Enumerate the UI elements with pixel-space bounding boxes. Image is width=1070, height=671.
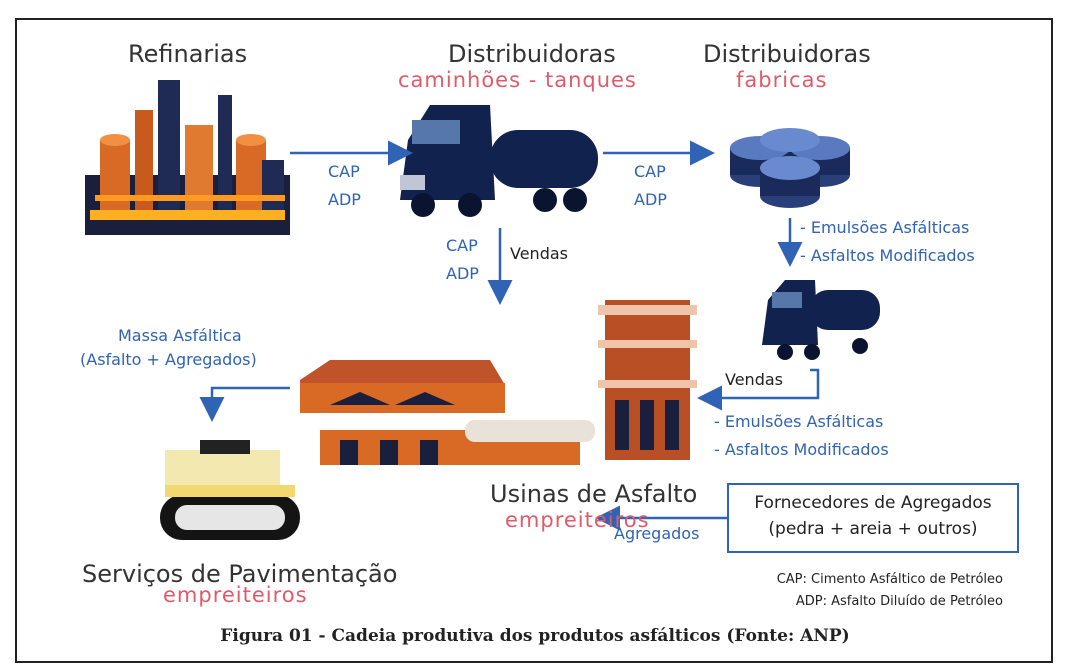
figure-caption: Figura 01 - Cadeia produtiva dos produto… <box>220 626 850 646</box>
edge-truck2-vendas: Vendas <box>725 370 783 389</box>
node-distribuidoras-fabricas-title: Distribuidoras <box>703 40 871 68</box>
node-fornecedores-box: Fornecedores de Agregados (pedra + areia… <box>727 483 1019 553</box>
refinery-icon <box>85 80 290 235</box>
arrow-truck2-to-usina <box>697 368 820 411</box>
node-fornecedores-line1: Fornecedores de Agregados <box>754 493 992 513</box>
node-distribuidoras-caminhoes-subtitle: caminhões - tanques <box>398 68 637 92</box>
node-refinarias-title: Refinarias <box>128 40 248 68</box>
edge-truck-factory-cap: CAP <box>634 162 666 181</box>
edge-agregados: Agregados <box>614 524 700 543</box>
edge-ref-truck-adp: ADP <box>328 190 361 209</box>
node-servicos-title: Serviços de Pavimentação <box>82 560 398 588</box>
legend-adp: ADP: Asfalto Diluído de Petróleo <box>795 594 1003 609</box>
arrow-usina-to-servicos <box>199 386 290 422</box>
edge-ref-truck-cap: CAP <box>328 162 360 181</box>
edge-truck-down-cap: CAP <box>446 236 478 255</box>
edge-truck-down-adp: ADP <box>446 264 479 283</box>
tanker-truck-small-icon <box>762 280 880 360</box>
legend-cap: CAP: Cimento Asfáltico de Petróleo <box>776 572 1003 587</box>
edge-truck2-line1: - Emulsões Asfálticas <box>714 412 884 431</box>
node-usinas-subtitle: empreiteiros <box>505 508 650 532</box>
node-distribuidoras-fabricas-subtitle: fabricas <box>736 68 828 92</box>
node-distribuidoras-caminhoes-title: Distribuidoras <box>448 40 616 68</box>
asphalt-plant-icon <box>300 300 697 465</box>
node-usinas-title: Usinas de Asfalto <box>490 480 698 508</box>
node-fornecedores-line2: (pedra + areia + outros) <box>768 519 978 539</box>
edge-factory-down-line1: - Emulsões Asfálticas <box>800 218 970 237</box>
road-roller-icon <box>160 440 300 540</box>
edge-factory-down-line2: - Asfaltos Modificados <box>800 246 975 265</box>
edge-massa-line2: (Asfalto + Agregados) <box>80 350 257 369</box>
factory-tanks-icon <box>730 128 850 208</box>
edge-truck2-line2: - Asfaltos Modificados <box>714 440 889 459</box>
node-servicos-subtitle: empreiteiros <box>163 583 308 607</box>
edge-massa-line1: Massa Asfáltica <box>118 326 242 345</box>
edge-truck-down-vendas: Vendas <box>510 244 568 263</box>
edge-truck-factory-adp: ADP <box>634 190 667 209</box>
tanker-truck-icon <box>400 105 598 217</box>
